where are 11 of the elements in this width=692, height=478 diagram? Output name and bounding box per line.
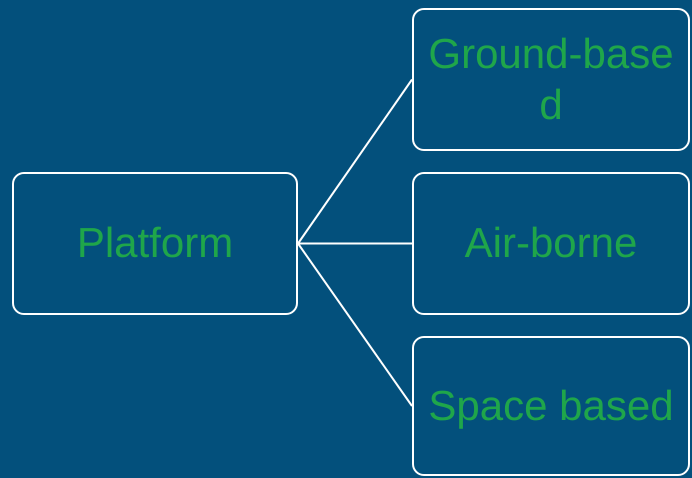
process-box — [412, 172, 690, 315]
process-box — [412, 8, 690, 151]
box-label: Platform — [76, 218, 234, 268]
box-label: Air-borne — [464, 218, 638, 268]
connector-line — [298, 242, 412, 244]
connector-line — [297, 242, 413, 407]
box-label: Ground-based — [427, 29, 675, 130]
process-box — [12, 172, 298, 315]
process-box — [412, 336, 690, 476]
connector-line — [297, 78, 413, 244]
box-label: Space based — [428, 380, 674, 431]
